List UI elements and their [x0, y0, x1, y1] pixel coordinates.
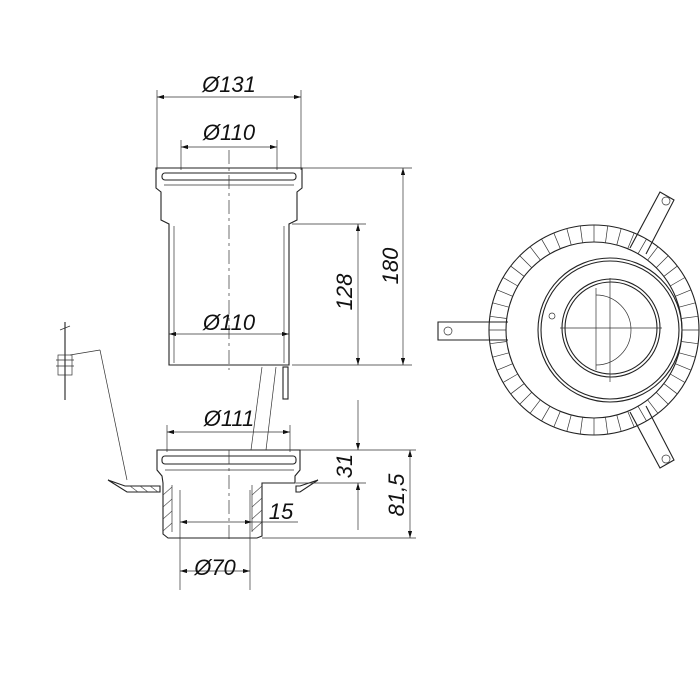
- height-dimensions-upper: [292, 167, 412, 366]
- ring-tooth: [502, 277, 518, 287]
- height-dimensions-lower: [167, 400, 416, 574]
- ring-tooth: [541, 406, 551, 422]
- ring-tooth: [502, 373, 518, 383]
- ring-tooth: [647, 246, 659, 261]
- ring-tooth: [663, 265, 678, 277]
- ring-tooth: [510, 383, 525, 395]
- ring-tooth: [627, 411, 635, 428]
- ring-tooth: [670, 277, 686, 287]
- ring-tooth: [655, 255, 669, 269]
- label-diameter-111: Ø111: [203, 406, 255, 431]
- ring-tooth: [616, 414, 622, 432]
- ring-tooth: [678, 302, 696, 308]
- mounting-arm-lower: [629, 405, 675, 469]
- ring-tooth: [616, 228, 622, 246]
- ring-tooth: [496, 363, 513, 371]
- ring-tooth: [496, 289, 513, 297]
- ring-tooth: [681, 315, 699, 319]
- screw-icon: [661, 196, 671, 206]
- label-height-31: 31: [332, 454, 357, 478]
- ring-tooth: [675, 363, 692, 371]
- ring-tooth: [681, 341, 699, 345]
- mounting-arm-upper: [629, 191, 675, 255]
- lower-body-section: [107, 425, 319, 590]
- ring-tooth: [553, 232, 561, 249]
- label-offset-15: 15: [269, 499, 294, 524]
- label-diameter-110-pipe: Ø110: [202, 310, 256, 335]
- serrated-ring: [489, 225, 699, 435]
- screw-icon: [661, 454, 671, 464]
- ring-tooth: [541, 238, 551, 254]
- ring-tooth: [637, 238, 647, 254]
- ring-tooth: [655, 391, 669, 405]
- ring-tooth: [637, 406, 647, 422]
- ring-tooth: [489, 341, 507, 345]
- ring-tooth: [605, 225, 609, 243]
- label-diameter-70: Ø70: [193, 555, 236, 580]
- ring-tooth: [663, 383, 678, 395]
- connecting-rod: [250, 366, 277, 451]
- ring-tooth: [579, 225, 583, 243]
- ring-tooth: [492, 302, 510, 308]
- ring-tooth: [510, 265, 525, 277]
- ring-tooth: [579, 417, 583, 435]
- ring-tooth: [605, 417, 609, 435]
- ring-tooth: [489, 315, 507, 319]
- label-height-128: 128: [332, 273, 357, 310]
- ring-tooth: [553, 411, 561, 428]
- ring-tooth: [529, 399, 541, 414]
- ring-tooth: [566, 414, 572, 432]
- label-height-180: 180: [378, 247, 403, 284]
- screw-icon: [443, 326, 453, 336]
- ring-tooth: [492, 352, 510, 358]
- label-diameter-110-top: Ø110: [202, 120, 256, 145]
- ring-tooth: [678, 352, 696, 358]
- label-height-81-5: 81,5: [384, 473, 409, 517]
- ring-tooth: [647, 399, 659, 414]
- top-view: [437, 191, 700, 469]
- ring-tooth: [519, 391, 533, 405]
- ring-tooth: [627, 232, 635, 249]
- mounting-arm-left: [437, 321, 508, 341]
- ring-tooth: [566, 228, 572, 246]
- ring-tooth: [675, 289, 692, 297]
- ring-tooth: [519, 255, 533, 269]
- anchor-detail: [56, 322, 128, 481]
- ring-tooth: [670, 373, 686, 383]
- label-diameter-131: Ø131: [201, 72, 256, 97]
- ring-tooth: [529, 246, 541, 261]
